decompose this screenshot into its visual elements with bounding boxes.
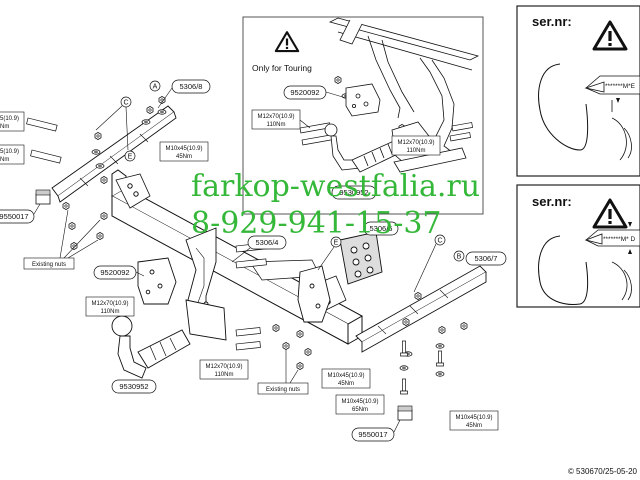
left-lower-nuts [62, 202, 108, 250]
svg-text:110Nm: 110Nm [101, 309, 120, 315]
svg-text:C: C [437, 238, 442, 245]
torque-m12-center: M12x70(10.9) 110Nm [199, 359, 249, 380]
socket-plate [339, 231, 383, 285]
svg-text:9550017: 9550017 [0, 212, 29, 221]
svg-text:5306/7: 5306/7 [475, 254, 498, 263]
torque-top-left-1: 5(10.9) Nm [0, 111, 25, 132]
inset-torque-m12: M12x70(10.9) 110Nm [251, 109, 311, 130]
svg-text:110Nm: 110Nm [267, 122, 286, 128]
left-vertical-bracket [185, 227, 227, 341]
left-upper-bolts [26, 117, 62, 164]
center-nuts [272, 324, 312, 370]
svg-text:M12x70(10.9): M12x70(10.9) [257, 114, 294, 120]
svg-text:M12x70(10.9): M12x70(10.9) [91, 301, 128, 307]
marker-a: A [149, 80, 161, 92]
svg-text:M10x45(10.9): M10x45(10.9) [341, 399, 378, 405]
svg-text:9520092: 9520092 [100, 268, 129, 277]
svg-text:Existing nuts: Existing nuts [266, 387, 300, 393]
footer-code: © 530670/25-05-20 [568, 467, 638, 476]
inset-torque-m12b: M12x70(10.9) 110Nm [391, 135, 441, 156]
svg-text:ser.nr:: ser.nr: [532, 194, 572, 209]
svg-text:9550017: 9550017 [358, 430, 387, 439]
right-side-bar [355, 265, 487, 353]
svg-text:Existing nuts: Existing nuts [32, 262, 66, 268]
torque-m10-right: M10x45(10.9) 45Nm [449, 410, 499, 431]
svg-text:5(10.9): 5(10.9) [0, 116, 19, 122]
existing-nuts-center: Existing nuts [257, 350, 309, 395]
callout-5306-4: 5306/4 [231, 235, 287, 263]
callout-9520092-top [94, 238, 136, 251]
watermark-site: farkop-westfalia.ru [191, 169, 480, 204]
svg-text:*******M* D: *******M* D [603, 236, 635, 243]
right-vertical-bracket [297, 265, 331, 323]
left-plate [137, 257, 177, 305]
callout-5306-8: 5306/8 [157, 79, 211, 109]
marker-c-right: C [413, 234, 446, 293]
callout-9550017-right: 9550017 [351, 419, 401, 442]
torque-m10-center: M10x45(10.9) 45Nm [321, 368, 371, 389]
svg-text:9530952: 9530952 [119, 382, 148, 391]
svg-text:9530952: 9530952 [339, 188, 368, 197]
svg-text:C: C [123, 100, 128, 107]
inset-towball [324, 123, 403, 173]
svg-text:110Nm: 110Nm [407, 148, 426, 154]
svg-text:E: E [334, 240, 339, 247]
svg-text:M10x45(10.9): M10x45(10.9) [165, 146, 202, 152]
marker-e-right: E [317, 236, 342, 271]
inset-plate-callout: 9520092 [283, 85, 347, 100]
sernr-panel-top: ser.nr: *******M*E [516, 5, 640, 177]
svg-text:E: E [128, 154, 133, 161]
left-side-bar [51, 105, 177, 203]
marker-b: B [453, 250, 465, 262]
marker-e-left: E [124, 150, 136, 162]
watermark-phone: 8-929-941-15-37 [191, 206, 442, 241]
svg-text:Nm: Nm [0, 157, 9, 163]
callout-9530952-left: 9530952 [111, 379, 157, 394]
svg-text:B: B [457, 254, 462, 261]
torque-m10-65: M10x45(10.9) 65Nm [335, 394, 385, 415]
callout-5306-7: 5306/7 [465, 251, 507, 266]
existing-nuts-left: Existing nuts [23, 209, 101, 270]
svg-text:5306/4: 5306/4 [256, 238, 279, 247]
inset-bolts [299, 122, 473, 146]
nut-block-left [35, 189, 51, 205]
svg-text:M12x70(10.9): M12x70(10.9) [205, 364, 242, 370]
svg-text:Nm: Nm [0, 124, 9, 130]
torque-m10-left: M10x45(10.9) 45Nm [159, 141, 209, 162]
inset-ball-callout: 9530952 [331, 185, 377, 200]
svg-text:9520092: 9520092 [290, 88, 319, 97]
callout-5306-6: 5306/6 [363, 221, 399, 236]
callout-9550017-left: 9550017 [0, 203, 41, 224]
torque-top-left-2: 5(10.9) Nm [0, 144, 25, 165]
svg-text:45Nm: 45Nm [338, 381, 354, 387]
callout-9520092-left: 9520092 [93, 265, 145, 280]
left-towball [111, 315, 191, 379]
svg-text:5306/6: 5306/6 [370, 224, 393, 233]
svg-text:M10x45(10.9): M10x45(10.9) [455, 415, 492, 421]
sernr-panel-bottom: ser.nr: *******M* D [516, 184, 640, 308]
svg-text:110Nm: 110Nm [215, 372, 234, 378]
svg-text:5(10.9): 5(10.9) [0, 149, 19, 155]
svg-text:A: A [153, 84, 158, 91]
svg-text:65Nm: 65Nm [352, 407, 368, 413]
svg-text:45Nm: 45Nm [176, 154, 192, 160]
svg-text:5306/8: 5306/8 [180, 82, 203, 91]
marker-c-left: C [95, 96, 132, 151]
touring-note: Only for Touring [252, 63, 312, 73]
torque-m12-left: M12x70(10.9) 110Nm [85, 296, 135, 317]
svg-text:M12x70(10.9): M12x70(10.9) [397, 140, 434, 146]
svg-text:ser.nr:: ser.nr: [532, 14, 572, 29]
nut-block-right [397, 405, 413, 421]
svg-text:*******M*E: *******M*E [605, 83, 636, 90]
svg-text:45Nm: 45Nm [466, 423, 482, 429]
svg-text:M10x45(10.9): M10x45(10.9) [327, 373, 364, 379]
